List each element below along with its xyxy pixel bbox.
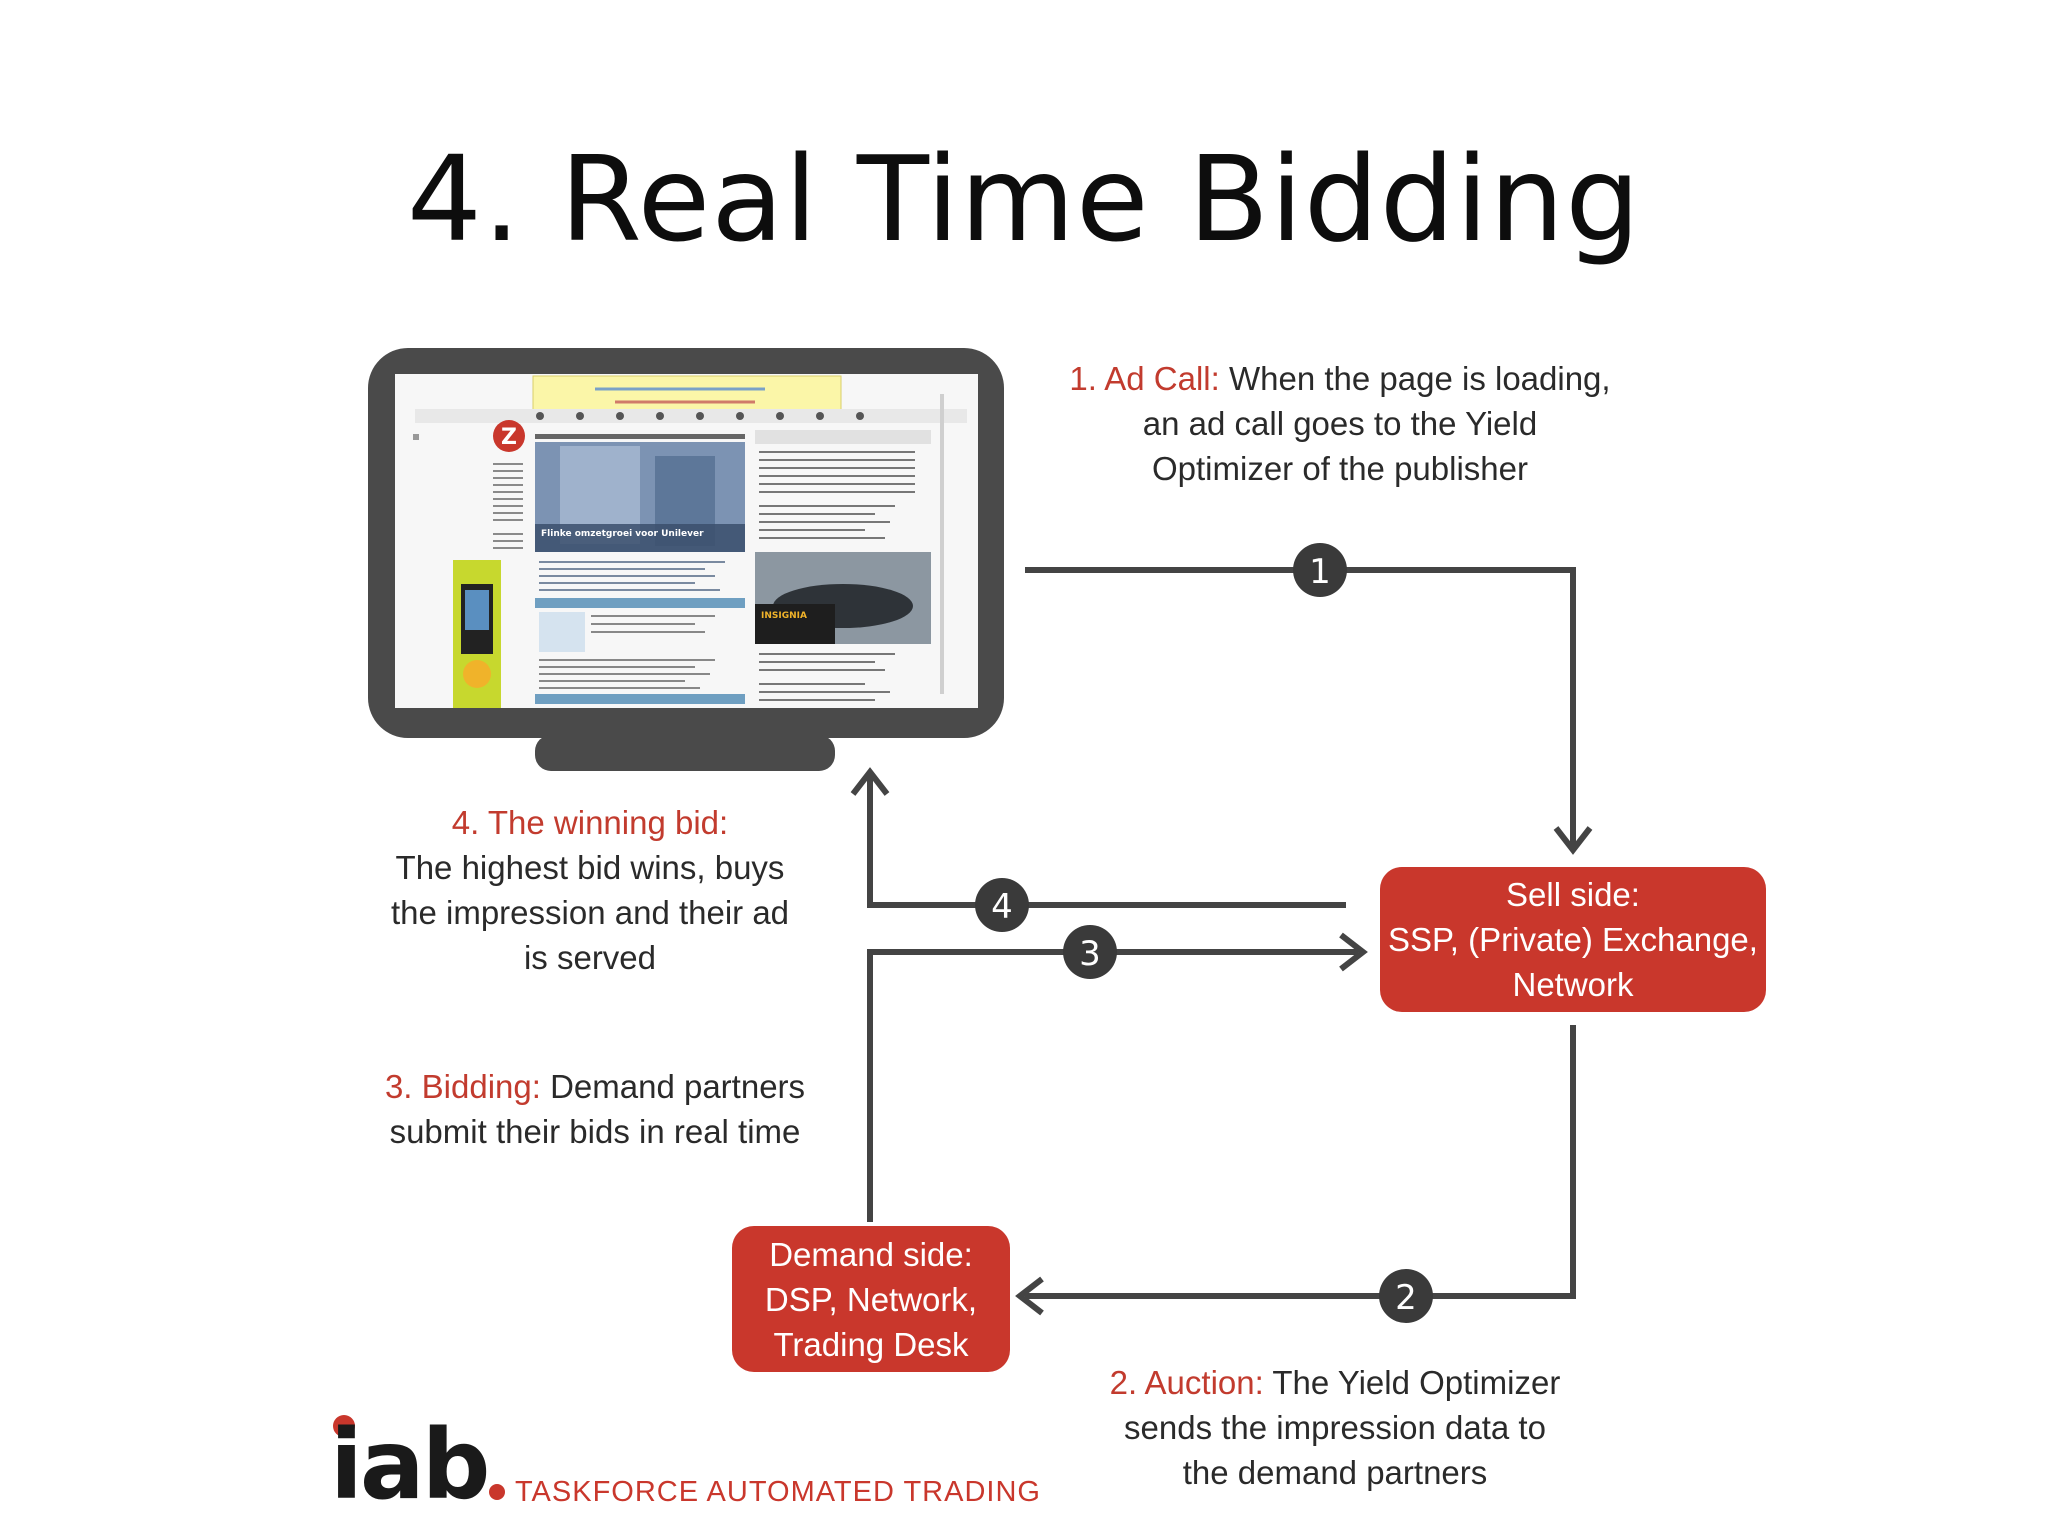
step-2-line-2: sends the impression data to <box>1124 1409 1546 1446</box>
svg-text:Z: Z <box>501 425 517 450</box>
sell-side-line-2: SSP, (Private) Exchange, <box>1388 921 1758 958</box>
step-1-line-2: an ad call goes to the Yield <box>1142 405 1538 442</box>
arrow-bidding <box>867 932 1368 1222</box>
step-3-line-2: submit their bids in real time <box>389 1113 801 1150</box>
arrow-ad-call <box>1025 567 1593 855</box>
iab-logo: iab TASKFORCE AUTOMATED TRADING <box>330 1408 1050 1521</box>
step-2-label: 2. Auction: <box>1109 1364 1264 1401</box>
step-2-description: 2. Auction: The Yield Optimizer sends th… <box>1050 1360 1620 1495</box>
step-2-line-1: The Yield Optimizer <box>1272 1364 1561 1401</box>
svg-text:INSIGNIA: INSIGNIA <box>761 611 807 621</box>
step-3-description: 3. Bidding: Demand partners submit their… <box>355 1064 835 1154</box>
step-4-description: 4. The winning bid: The highest bid wins… <box>365 800 815 980</box>
step-2-line-3: the demand partners <box>1182 1454 1488 1491</box>
sell-side-line-1: Sell side: <box>1506 876 1640 913</box>
step-4-line-2: the impression and their ad <box>390 894 790 931</box>
sell-side-line-3: Network <box>1512 966 1634 1003</box>
svg-text:TASKFORCE AUTOMATED TRADING: TASKFORCE AUTOMATED TRADING <box>515 1476 1041 1508</box>
sell-side-box: Sell side: SSP, (Private) Exchange, Netw… <box>1380 867 1766 1012</box>
monitor-screen: Z Flinke omzetgroei voor Unilever <box>395 374 978 708</box>
step-4-line-1: The highest bid wins, buys <box>395 849 785 886</box>
step-1-line-3: Optimizer of the publisher <box>1151 450 1528 487</box>
step-1-label: 1. Ad Call: <box>1069 360 1220 397</box>
arrow-winning-bid <box>850 767 1346 908</box>
step-4-label: 4. The winning bid: <box>451 804 729 841</box>
iab-logo-mark: iab TASKFORCE AUTOMATED TRADING <box>330 1409 1041 1521</box>
badge-3: 3 <box>1063 925 1117 979</box>
step-3-line-1: Demand partners <box>550 1068 806 1105</box>
demand-side-line-1: Demand side: <box>769 1235 973 1273</box>
webpage-thumbnail: Z Flinke omzetgroei voor Unilever <box>395 374 978 708</box>
svg-text:1: 1 <box>1309 552 1331 592</box>
svg-text:4: 4 <box>991 887 1013 927</box>
demand-side-line-3: Trading Desk <box>773 1325 969 1363</box>
svg-text:2: 2 <box>1395 1278 1417 1318</box>
step-1-description: 1. Ad Call: When the page is loading, an… <box>1030 356 1650 491</box>
arrow-auction <box>1015 1025 1576 1316</box>
step-1-line-1: When the page is loading, <box>1228 360 1611 397</box>
badge-2: 2 <box>1379 1269 1433 1323</box>
step-4-line-3: is served <box>523 939 657 976</box>
svg-text:Flinke omzetgroei voor Unileve: Flinke omzetgroei voor Unilever <box>541 529 704 539</box>
svg-text:3: 3 <box>1079 934 1101 974</box>
slide-title: 4. Real Time Bidding <box>406 130 1642 268</box>
demand-side-box: Demand side: DSP, Network, Trading Desk <box>732 1226 1010 1372</box>
demand-side-line-2: DSP, Network, <box>764 1280 978 1318</box>
svg-text:iab: iab <box>330 1409 487 1508</box>
badge-1: 1 <box>1293 543 1347 597</box>
step-3-label: 3. Bidding: <box>384 1068 541 1105</box>
badge-4: 4 <box>975 878 1029 932</box>
